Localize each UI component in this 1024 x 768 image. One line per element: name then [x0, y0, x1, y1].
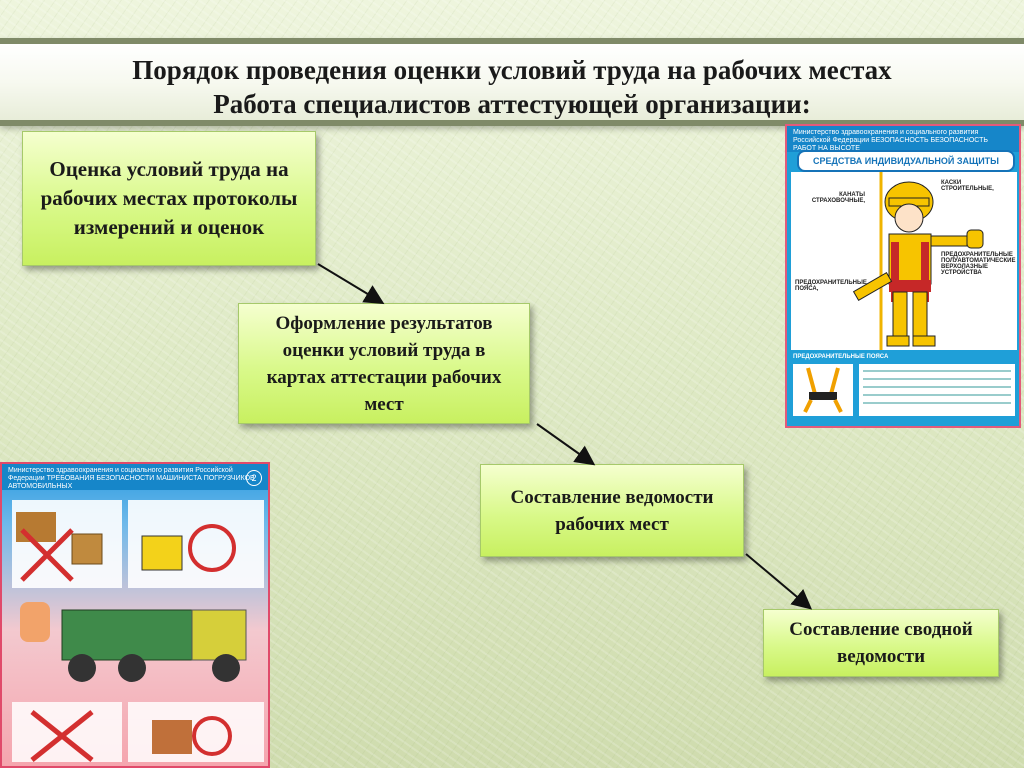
- forklift-safety-poster-image: Министерство здравоохранения и социально…: [0, 462, 270, 768]
- step-text-2: Оформление результатов оценки условий тр…: [266, 312, 502, 415]
- poster-left-header: Министерство здравоохранения и социально…: [2, 464, 268, 490]
- poster-right-harness: [793, 364, 853, 416]
- step-box-4: Составление сводной ведомости: [763, 609, 999, 677]
- label-ropes: КАНАТЫ СТРАХОВОЧНЫЕ,: [811, 192, 865, 204]
- step-box-2: Оформление результатов оценки условий тр…: [238, 303, 530, 424]
- label-semi-auto-devices: ПРЕДОХРАНИТЕЛЬНЫЕ ПОЛУАВТОМАТИЧЕСКИЕ ВЕР…: [941, 252, 1016, 276]
- worker-figure-icon: [852, 172, 984, 350]
- title-band: Порядок проведения оценки условий труда …: [0, 38, 1024, 126]
- poster-right-banner: СРЕДСТВА ИНДИВИДУАЛЬНОЙ ЗАЩИТЫ: [797, 150, 1015, 172]
- poster-left-badge: 2: [246, 470, 262, 486]
- slide-title: Порядок проведения оценки условий труда …: [132, 55, 892, 85]
- label-safety-belts: ПРЕДОХРАНИТЕЛЬНЫЕ ПОЯСА,: [795, 280, 867, 292]
- poster-right-header: Министерство здравоохранения и социально…: [787, 126, 1019, 152]
- arrow-1: [317, 263, 385, 305]
- step-text-1: Оценка условий труда на рабочих местах п…: [40, 157, 298, 239]
- arrow-3: [745, 553, 813, 610]
- harness-icon: [803, 367, 843, 413]
- poster-right-panel: КАСКИ СТРОИТЕЛЬНЫЕ, КАНАТЫ СТРАХОВОЧНЫЕ,…: [791, 172, 1017, 350]
- step-text-3: Составление ведомости рабочих мест: [510, 486, 714, 535]
- poster-right-text-block: [859, 364, 1015, 416]
- poster-right-section: ПРЕДОХРАНИТЕЛЬНЫЕ ПОЯСА: [793, 354, 889, 360]
- label-helmets: КАСКИ СТРОИТЕЛЬНЫЕ,: [941, 180, 994, 192]
- ppe-poster-image: Министерство здравоохранения и социально…: [785, 124, 1021, 428]
- step-box-3: Составление ведомости рабочих мест: [480, 464, 744, 557]
- step-text-4: Составление сводной ведомости: [789, 619, 973, 667]
- slide-subtitle: Работа специалистов аттестующей организа…: [213, 89, 811, 119]
- arrow-2: [536, 423, 596, 466]
- forklift-scenes-icon: [12, 500, 264, 762]
- step-box-1: Оценка условий труда на рабочих местах п…: [22, 131, 316, 266]
